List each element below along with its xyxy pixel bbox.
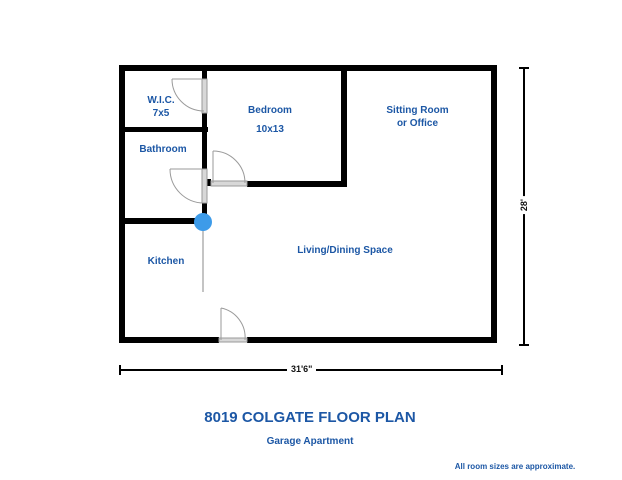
wic-name: W.I.C. — [147, 95, 175, 106]
doors — [169, 78, 248, 343]
bedroom-label: Bedroom — [230, 105, 310, 118]
bathroom-name: Bathroom — [139, 144, 187, 155]
sitting-room-name: Sitting Room — [386, 105, 449, 116]
entry-door — [218, 307, 248, 343]
outer-walls — [119, 65, 497, 343]
kitchen-label: Kitchen — [136, 256, 196, 269]
plan-title: 8019 COLGATE FLOOR PLAN — [204, 409, 416, 426]
interior-walls — [119, 65, 347, 224]
height-dimension-label: 28' — [519, 195, 530, 215]
bathroom-door — [169, 168, 208, 204]
sitting-room-name2: or Office — [396, 117, 439, 129]
bedroom-size: 10x13 — [256, 124, 284, 135]
plan-subtitle: Garage Apartment — [266, 436, 354, 447]
bedroom-door — [210, 150, 248, 187]
sitting-room-label: Sitting Room or Office — [370, 105, 465, 130]
kitchen-name: Kitchen — [147, 256, 185, 267]
bathroom-label: Bathroom — [130, 144, 196, 157]
wic-door — [171, 78, 208, 114]
bedroom-name: Bedroom — [248, 105, 292, 116]
bedroom-size-label: 10x13 — [230, 124, 310, 137]
living-label: Living/Dining Space — [280, 245, 410, 258]
wic-label: W.I.C. 7x5 — [136, 95, 186, 120]
living-name: Living/Dining Space — [297, 245, 393, 256]
width-dimension-label: 31'6" — [287, 364, 317, 374]
location-marker — [194, 213, 212, 231]
wic-size: 7x5 — [152, 107, 170, 119]
approximate-note: All room sizes are approximate. — [454, 462, 576, 471]
